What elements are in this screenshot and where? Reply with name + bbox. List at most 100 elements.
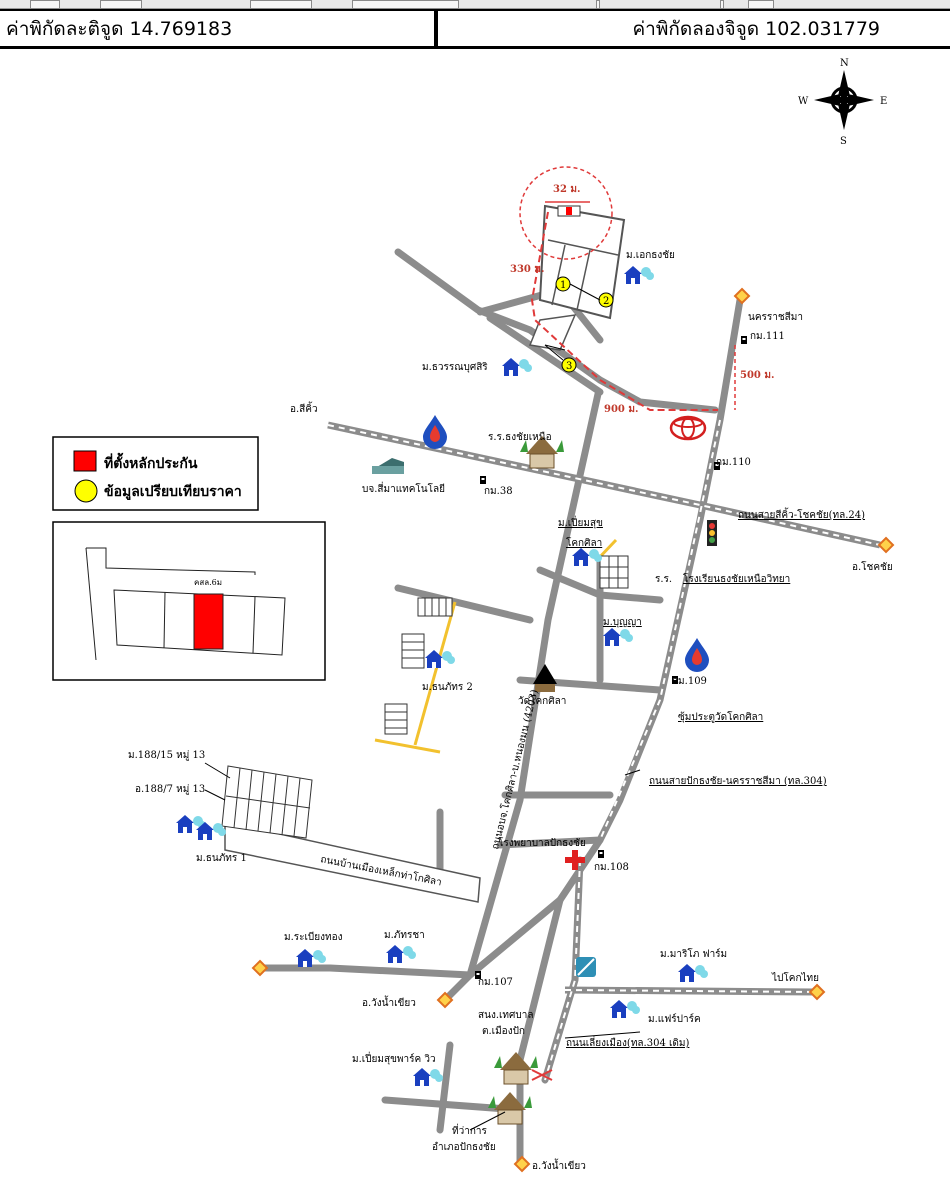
- toolbar-button[interactable]: [748, 0, 774, 9]
- distance-500m: 500 ม.: [740, 370, 774, 381]
- legend-swatch-comparison: [74, 479, 98, 503]
- gas-station-icon: [685, 638, 709, 672]
- traffic-light-icon: [707, 520, 717, 546]
- label-road304: ถนนสายปักธงชัย-นครราชสีมา (ทล.304): [649, 775, 827, 787]
- latitude-label: ค่าพิกัดละติจูด 14.769183: [0, 11, 438, 46]
- label-thanaphat1: ม.ธนภัทร 1: [196, 853, 247, 864]
- road-end-arrow-icon: [809, 984, 825, 1000]
- municipality-icon: [493, 1051, 539, 1085]
- toolbar-button[interactable]: [100, 0, 142, 9]
- toolbar-input[interactable]: [352, 0, 459, 9]
- legend-label-subject: ที่ตั้งหลักประกัน: [104, 452, 198, 472]
- factory-icon: [372, 458, 404, 474]
- subject-parcel: [566, 207, 572, 215]
- inset-subject-parcel: [193, 593, 224, 650]
- label-company: บจ.สี่มาแทคโนโลยี: [362, 481, 445, 495]
- inset-road-label: คสล.6ม: [194, 578, 222, 587]
- toolbar-button[interactable]: [250, 0, 312, 9]
- label-m188-7: อ.188/7 หมู่ 13: [135, 784, 205, 795]
- leader-lines: [204, 762, 641, 1131]
- label-km38: กม.38: [484, 486, 513, 497]
- compass-w: W: [798, 96, 809, 107]
- label-km110: กม.110: [716, 457, 751, 468]
- label-m188-15: ม.188/15 หมู่ 13: [128, 750, 205, 761]
- compass-rose: N S W E: [798, 58, 887, 147]
- label-km107: กม.107: [478, 977, 513, 988]
- distance-330m: 330 ม.: [510, 264, 544, 275]
- label-district-name: อำเภอปักธงชัย: [432, 1142, 496, 1153]
- comparison-point-2: 2: [603, 296, 609, 307]
- label-chokchai: อ.โชคชัย: [852, 560, 893, 573]
- toolbar-separator: [596, 0, 600, 9]
- label-pruetsuk: ม.เปี่ยมสุข: [558, 515, 603, 529]
- toyota-logo-icon: [669, 415, 707, 441]
- village-icon: [413, 1068, 443, 1086]
- legend-swatch-subject: [73, 450, 97, 472]
- label-thawanbunsiri: ม.ธวรรณบุศสิริ: [422, 362, 488, 373]
- coordinate-bar: ค่าพิกัดละติจูด 14.769183 ค่าพิกัดลองจิจ…: [0, 9, 950, 49]
- legend-label-comparison: ข้อมูลเปรียบเทียบราคา: [104, 484, 242, 500]
- village-icon: [386, 945, 416, 963]
- label-piamsuk-village: ม.เปี่ยมสุขพาร์ค วิว: [352, 1051, 436, 1065]
- wat-icon: [533, 664, 557, 692]
- comparison-points: 1 2 3: [544, 276, 614, 373]
- village-icon: [296, 949, 326, 967]
- inset-map: คสล.6ม: [52, 521, 326, 681]
- longitude-label: ค่าพิกัดลองจิจูด 102.031779: [632, 17, 880, 40]
- label-ekthongchai: ม.เอกธงชัย: [626, 250, 675, 261]
- label-mueangpak: ต.เมืองปัก: [482, 1025, 525, 1037]
- km-post-icon: [741, 336, 747, 344]
- plot-grids: [221, 555, 629, 839]
- village-icon: [603, 628, 633, 646]
- road-24: [327, 421, 881, 549]
- road-end-arrow-icon: [878, 537, 894, 553]
- water-tank-icon: [576, 957, 596, 977]
- label-wangnamkhiao-south: อ.วังน้ำเขียว: [532, 1158, 586, 1172]
- label-km108: กม.108: [594, 862, 629, 873]
- label-school-nong: ร.ร.ธงชัยเหนือ: [488, 431, 552, 443]
- label-km111: กม.111: [750, 331, 785, 342]
- label-nakhonratchasima: นครราชสีมา: [748, 311, 803, 323]
- label-road-bypass: ถนนเลี่ยงเมือง(ทล.304 เดิม): [566, 1035, 689, 1049]
- label-school-short: ร.ร.: [655, 574, 672, 585]
- toolbar-separator: [720, 0, 724, 9]
- soi-road: [224, 821, 481, 903]
- hospital-icon: [565, 850, 585, 870]
- compass-n: N: [840, 58, 849, 69]
- label-sikhio: อ.สีคิ้ว: [290, 401, 318, 415]
- label-khoksila: โคกศิลา: [566, 536, 602, 549]
- distance-900m: 900 ม.: [604, 404, 638, 415]
- village-icon: [610, 1000, 640, 1018]
- label-rathanathong: ม.ระเบียงทอง: [284, 931, 343, 943]
- radius-circle: [519, 166, 613, 260]
- toolbar-button[interactable]: [30, 0, 60, 9]
- route-line: [530, 211, 718, 411]
- label-fairpark: ม.แฟร์ปาร์ค: [648, 1013, 701, 1025]
- district-office-icon: [487, 1091, 533, 1125]
- label-road24: ถนนสายสีคิ้ว-โชคชัย(ทล.24): [738, 507, 865, 521]
- km-post-icon: [598, 850, 604, 858]
- label-municipality: สนง.เทศบาล: [478, 1010, 533, 1021]
- village-icon: [624, 266, 654, 284]
- label-bunnakha: ม.บุญญา: [603, 617, 642, 628]
- village-icon: [678, 964, 708, 982]
- village-icon: [502, 358, 532, 376]
- label-to-khorat: ไปโคกไทย: [771, 971, 819, 984]
- road-end-arrow-icon: [252, 960, 268, 976]
- label-thanaphat2: ม.ธนภัทร 2: [422, 682, 473, 693]
- railway-crossing-icon: [531, 1069, 553, 1081]
- compass-e: E: [880, 96, 887, 107]
- compass-s: S: [840, 136, 847, 147]
- label-school-thongchai: โรงเรียนธงชัยเหนือวิทยา: [683, 572, 790, 585]
- location-map: N S W E: [52, 58, 894, 1172]
- label-thammarat: ม.ภัทรชา: [384, 930, 425, 941]
- distance-32m: 32 ม.: [553, 184, 580, 195]
- comparison-point-3: 3: [566, 361, 572, 372]
- km-post-icon: [480, 476, 486, 484]
- label-wangnamkhiao: อ.วังน้ำเขียว: [362, 995, 416, 1009]
- label-district-office: ที่ว่าการ: [452, 1123, 487, 1137]
- window-top-strip: [0, 0, 950, 9]
- gas-station-icon: [423, 415, 447, 449]
- label-km109: กม.109: [672, 676, 707, 687]
- label-hospital: โรงพยาบาลปักธงชัย: [498, 836, 586, 849]
